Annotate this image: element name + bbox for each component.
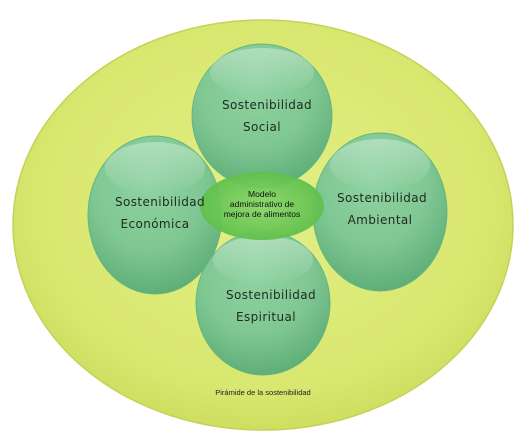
label-center: Modelo administrativo de mejora de alime… bbox=[223, 189, 301, 219]
circle-top bbox=[191, 43, 333, 189]
label-outer: Pirámide de la sostenibilidad bbox=[215, 388, 311, 397]
label-social: Sostenibilidad Social bbox=[222, 98, 313, 134]
circle-right bbox=[312, 132, 448, 292]
center-overlap bbox=[200, 172, 324, 240]
label-economica: Sostenibilidad Económica bbox=[115, 195, 206, 231]
circle-bottom bbox=[195, 230, 331, 376]
label-espiritual: Sostenibilidad Espiritual bbox=[226, 288, 317, 324]
label-ambiental: Sostenibilidad Ambiental bbox=[337, 191, 428, 227]
